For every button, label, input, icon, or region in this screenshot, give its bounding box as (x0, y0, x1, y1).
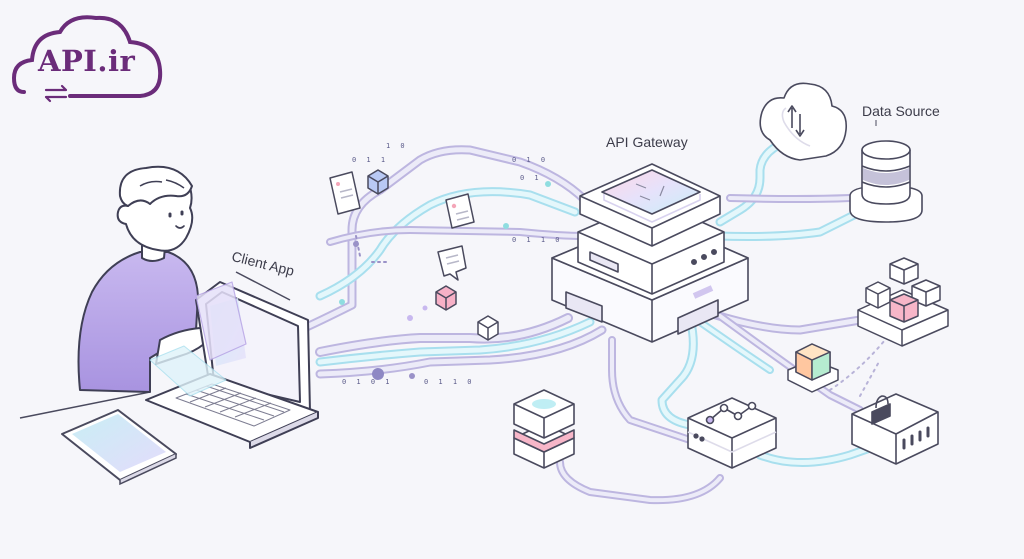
chat-bubble-icon (329, 171, 361, 215)
client-pointer (235, 271, 291, 301)
cube-icon (477, 315, 499, 341)
cube-icon (435, 285, 457, 311)
data-source-label: Data Source (862, 103, 940, 119)
cube-icon (787, 343, 839, 393)
floating-cards (329, 169, 551, 380)
graph-icon (687, 397, 777, 469)
cube-icon (857, 257, 949, 347)
person-avatar (77, 165, 217, 393)
binary-bits: 0 1 (520, 174, 542, 182)
binary-bits: 0 1 0 1 (342, 378, 393, 386)
cloud-sync-icon (759, 82, 848, 161)
logo-text: API.ir (38, 44, 136, 78)
cube-icon (367, 169, 389, 195)
binary-bits: 1 0 (386, 142, 408, 150)
binary-bits: 0 1 1 (352, 156, 389, 164)
api-gateway-label: API Gateway (606, 134, 688, 150)
lock-icon (851, 393, 939, 465)
server-stack (513, 389, 575, 469)
tablet (61, 409, 177, 486)
swap-arrows-icon (44, 84, 68, 103)
api-gateway-server (551, 163, 749, 343)
desk-line (19, 391, 151, 419)
laptop (145, 281, 319, 449)
pipes (295, 135, 886, 505)
binary-bits: 0 1 1 0 (512, 236, 563, 244)
binary-bits: 0 1 0 (512, 156, 549, 164)
chat-bubble-icon (437, 245, 467, 281)
chat-bubble-icon (445, 193, 475, 229)
binary-bits: 0 1 1 0 (424, 378, 475, 386)
database-icon (849, 140, 923, 223)
logo (11, 15, 163, 103)
